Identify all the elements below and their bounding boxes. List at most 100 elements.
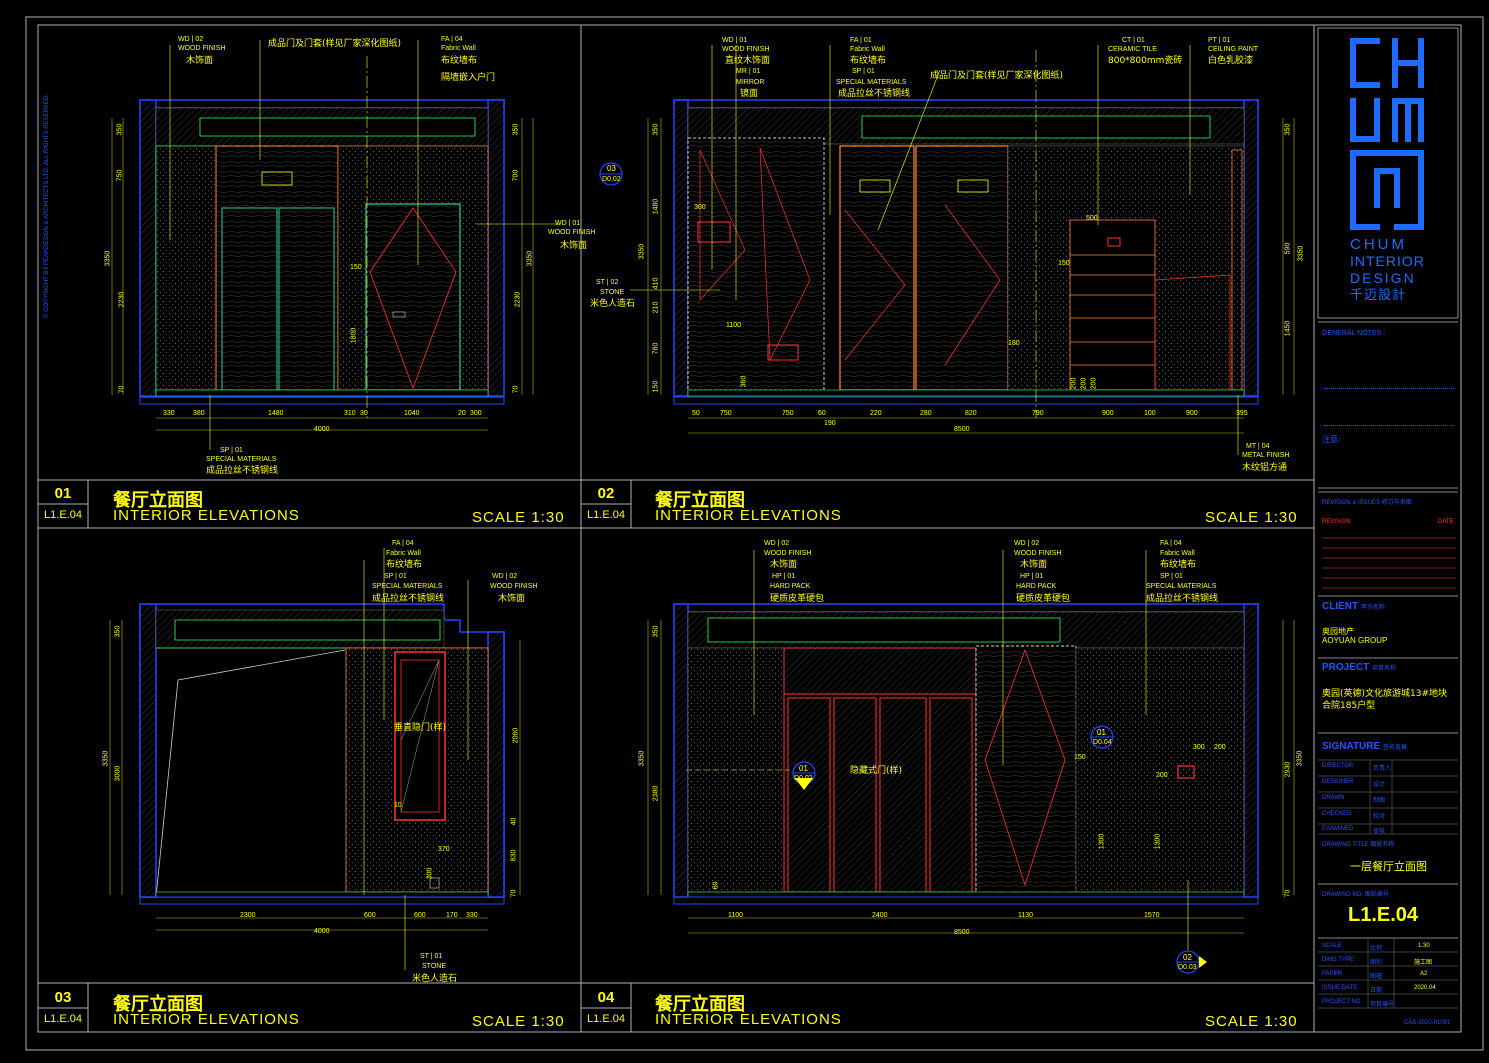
p3-tag-4-en: STONE xyxy=(422,963,446,970)
panel-01-ref: L1.E.04 xyxy=(44,509,82,521)
p4-tag-6-en: SPECIAL MATERIALS xyxy=(1146,583,1217,590)
p2-tag-2-cn: 镜面 xyxy=(740,89,759,99)
p3-dim-l: 3350 xyxy=(102,750,110,767)
p2-dim: 750 xyxy=(782,410,794,417)
p3-dim-mid: 370 xyxy=(438,846,450,853)
p4-tag-6-code: SP | 01 xyxy=(1160,573,1183,580)
panel-03-title-cn: 餐厅立面图 xyxy=(113,994,203,1015)
p1-tag-1-code: WD | 02 xyxy=(178,36,204,43)
p1-tag-2-en: Fabric Wall xyxy=(441,45,476,52)
p3-dim-mid: 10 xyxy=(394,802,402,809)
p2-dim: 820 xyxy=(965,410,977,417)
p4-dim-mid: 1300 xyxy=(1098,833,1106,850)
p4-dim-mid: 200 xyxy=(1156,772,1168,779)
p2-dim-mid: 150 xyxy=(1058,260,1070,267)
p3-dim-r: 40 xyxy=(510,817,518,826)
p2-tag-1-en: WOOD FINISH xyxy=(722,46,770,53)
info-issue-date-cn: 日期 xyxy=(1370,987,1383,994)
p2-tag-4-cn: 成品拉丝不锈钢线 xyxy=(838,89,911,99)
p4-dim-r: 2930 xyxy=(1284,761,1292,778)
p4-tag-1-cn: 木饰面 xyxy=(770,560,798,570)
p2-dim: 220 xyxy=(870,410,882,417)
p2-dim-mid: 200 xyxy=(1080,377,1088,390)
p2-total: 8500 xyxy=(954,426,970,433)
p1-dim: 380 xyxy=(193,410,205,417)
p4-callout-2-ref: D0.04 xyxy=(1093,739,1112,746)
p1-total: 4000 xyxy=(314,426,330,433)
p2-tag-8-en: METAL FINISH xyxy=(1242,452,1290,459)
p3-tag-3-en: WOOD FINISH xyxy=(490,583,538,590)
info-scale: SCALE xyxy=(1322,943,1342,949)
p1-dim: 300 xyxy=(470,410,482,417)
elevation-02 xyxy=(630,45,1295,455)
panel-02-number: 02 xyxy=(597,485,615,502)
role-checked: CHECKED xyxy=(1322,811,1352,817)
client-en-name: AOYUAN GROUP xyxy=(1322,636,1388,645)
p4-tag-1-en: WOOD FINISH xyxy=(764,550,812,557)
p4-dim-l: 2380 xyxy=(652,785,660,802)
panel-02-title-en: INTERIOR ELEVATIONS xyxy=(655,507,842,524)
p2-tag-7-cn: 米色人造石 xyxy=(590,299,636,309)
role-drawn: DRAWN xyxy=(1322,795,1345,801)
p3-dim-r: 70 xyxy=(510,889,518,898)
p3-tag-1-cn: 布纹墙布 xyxy=(386,560,423,570)
p3-note-1: 垂直隐门(样) xyxy=(394,723,447,733)
p2-dim-l: 150 xyxy=(652,380,660,393)
p3-dim: 330 xyxy=(466,912,478,919)
p4-tag-3-en: WOOD FINISH xyxy=(1014,550,1062,557)
info-project-no-cn: 项目编号 xyxy=(1370,1001,1395,1008)
p3-tag-2-cn: 成品拉丝不锈钢线 xyxy=(372,594,445,604)
logo-chum: CHUM xyxy=(1350,236,1407,253)
elevation-01 xyxy=(111,40,560,450)
role-drawn-cn: 制图 xyxy=(1373,797,1386,804)
elevation-04 xyxy=(647,550,1295,950)
p2-callout-ref: D0.02 xyxy=(602,176,621,183)
p2-dim-l: 1480 xyxy=(652,198,660,215)
drawing-no-label: DRAWING NO. 图纸编号 xyxy=(1322,891,1389,898)
p2-tag-6-en: CEILING PAINT xyxy=(1208,46,1259,53)
info-issue-date: ISSUE DATE xyxy=(1322,985,1358,991)
info-dwg-type-cn: 图别 xyxy=(1370,959,1383,966)
p1-dim: 310 xyxy=(344,410,356,417)
panel-01-scale: SCALE 1:30 xyxy=(472,509,565,526)
p2-dim: 60 xyxy=(818,410,826,417)
p1-dim: 20 xyxy=(458,410,466,417)
p2-dim: 50 xyxy=(692,410,700,417)
p2-tag-3-cn: 布纹墙布 xyxy=(850,56,887,66)
p1-dim-l: 70 xyxy=(118,385,126,394)
p3-dim-l: 3000 xyxy=(114,765,122,782)
p2-dim-l: 350 xyxy=(652,123,660,136)
info-dwg-type-val: 施工图 xyxy=(1414,959,1433,966)
p4-dim-r: 3350 xyxy=(1296,750,1304,767)
p3-tag-2-en: SPECIAL MATERIALS xyxy=(372,583,443,590)
p4-callout-3-ref: D0.03 xyxy=(1178,964,1197,971)
p2-tag-1-code: WD | 01 xyxy=(722,37,748,44)
p2-tag-5-cn: 800*800mm瓷砖 xyxy=(1108,56,1183,66)
general-notes-body xyxy=(1324,342,1454,426)
p1-tag-4-cn: 成品拉丝不锈钢线 xyxy=(206,466,279,476)
panel-02-ref: L1.E.04 xyxy=(587,509,625,521)
p4-tag-2-en: HARD PACK xyxy=(770,583,811,590)
p4-tag-5-code: FA | 04 xyxy=(1160,540,1182,547)
p2-tag-4-en: SPECIAL MATERIALS xyxy=(836,79,907,86)
client-title: CLIENT 甲方名称 xyxy=(1322,601,1385,612)
p1-dim: 1040 xyxy=(404,410,420,417)
p2-dim-l: 780 xyxy=(652,342,660,355)
section-callouts xyxy=(599,162,1207,974)
p1-note-2: 隔墙嵌入户门 xyxy=(441,73,496,83)
role-designer-cn: 设计 xyxy=(1373,781,1386,788)
drawing-number: L1.E.04 xyxy=(1348,904,1419,926)
title-block xyxy=(1317,27,1459,1009)
role-designer: DESIGNER xyxy=(1322,779,1354,785)
p4-tag-6-cn: 成品拉丝不锈钢线 xyxy=(1146,594,1219,604)
p1-dim-l: 750 xyxy=(116,169,124,182)
drawing-title: 一层餐厅立面图 xyxy=(1350,860,1427,873)
p4-dim: 1100 xyxy=(728,912,744,919)
p1-tag-1-cn: 木饰面 xyxy=(186,56,214,66)
p1-tag-2-code: FA | 04 xyxy=(441,36,463,43)
p4-dim-l: 3350 xyxy=(638,750,646,767)
logo-text: CHUM INTERIOR DESIGN 千迈設計 xyxy=(1350,236,1425,304)
p4-tag-5-cn: 布纹墙布 xyxy=(1160,560,1197,570)
info-paper-cn: 图幅 xyxy=(1370,973,1383,980)
p1-tag-4-code: SP | 01 xyxy=(220,447,243,454)
